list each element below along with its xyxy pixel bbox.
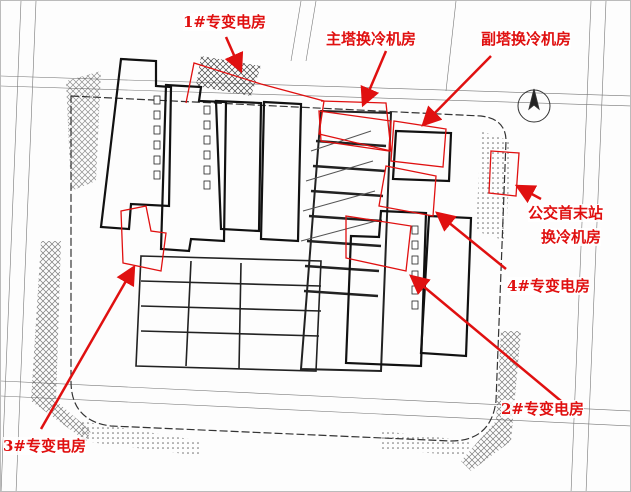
label-substation-2: 2#专变电房 bbox=[501, 400, 585, 418]
landscape-hatch bbox=[31, 56, 521, 471]
left-buildings bbox=[99, 57, 303, 253]
label-main-tower-cooling: 主塔换冷机房 bbox=[326, 30, 417, 48]
right-buildings bbox=[344, 129, 473, 368]
podium bbox=[135, 255, 322, 372]
substation-3-outline bbox=[120, 205, 167, 272]
sub-tower-cooling-outline bbox=[390, 120, 447, 168]
label-substation-3: 3#专变电房 bbox=[3, 437, 87, 455]
label-substation-1: 1#专变电房 bbox=[183, 13, 267, 31]
substation-1-outline bbox=[185, 62, 392, 152]
label-bus-station: 公交首末站 bbox=[528, 204, 604, 222]
label-sub-tower-cooling: 副塔换冷机房 bbox=[481, 30, 572, 48]
north-arrow-icon bbox=[517, 88, 551, 123]
annotation-arrows bbox=[39, 36, 562, 430]
facade-ticks bbox=[153, 95, 419, 310]
label-bus-station-cooling: 换冷机房 bbox=[541, 228, 602, 246]
label-substation-4: 4#专变电房 bbox=[507, 277, 591, 295]
main-tower-cooling-outline bbox=[318, 110, 392, 152]
substation-4-outline bbox=[345, 215, 412, 272]
